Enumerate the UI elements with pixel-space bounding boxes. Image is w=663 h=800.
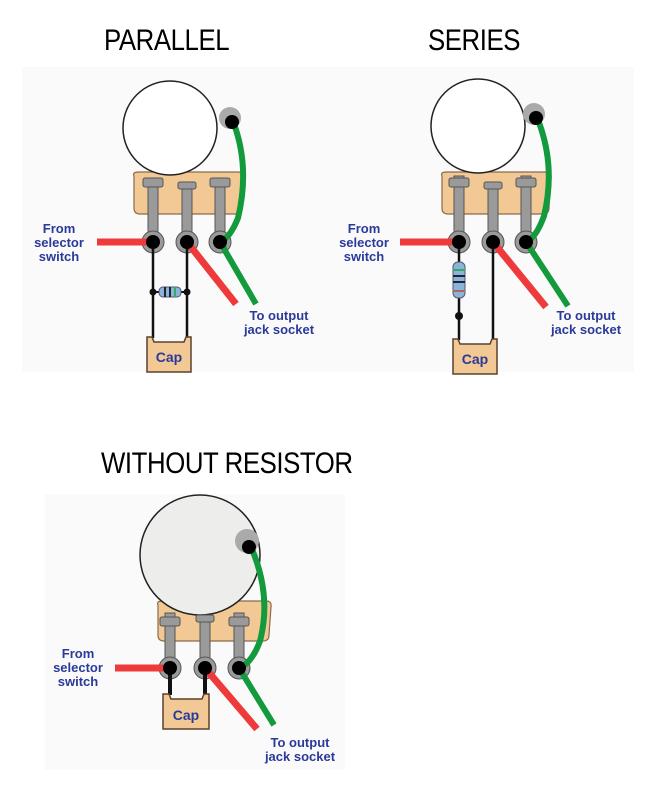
resistor-parallel [149,286,191,298]
pot-body [139,494,261,616]
red-wire-to-output [490,239,549,310]
lug-solder-points [146,115,239,249]
svg-text:From: From [43,221,76,236]
pot-body [430,78,526,174]
red-wire-to-output [184,239,239,307]
cap-label: Cap [173,707,199,723]
svg-text:selector: selector [34,235,84,250]
svg-text:To output: To output [250,308,310,323]
lug-solder-points [163,540,256,675]
svg-text:jack socket: jack socket [264,749,336,764]
cap-label: Cap [462,351,488,367]
to-output-label: To output jack socket [243,308,315,337]
svg-text:From: From [62,646,95,661]
title-parallel: PARALLEL [104,24,230,57]
to-output-label: To output jack socket [550,308,622,337]
svg-text:switch: switch [344,249,385,264]
svg-text:jack socket: jack socket [243,322,315,337]
svg-text:To output: To output [557,308,617,323]
to-output-label: To output jack socket [264,735,336,764]
pot-body [122,80,218,176]
svg-text:selector: selector [339,235,389,250]
diagram-series: Cap From selector switch To output jack … [339,78,622,375]
capacitor: Cap [146,336,192,373]
svg-text:To output: To output [271,735,331,750]
title-series: SERIES [428,24,521,57]
capacitor: Cap [162,693,210,730]
title-without-resistor: WITHOUT RESISTOR [101,447,353,480]
from-selector-label: From selector switch [34,221,84,264]
diagram-parallel: Cap From selector switch To output jack … [34,80,315,373]
capacitor: Cap [452,338,498,375]
svg-text:switch: switch [39,249,80,264]
from-selector-label: From selector switch [53,646,103,689]
svg-text:From: From [348,221,381,236]
resistor-series [452,261,466,320]
from-selector-label: From selector switch [339,221,389,264]
lug-solder-points [452,111,543,249]
svg-text:selector: selector [53,660,103,675]
svg-text:jack socket: jack socket [550,322,622,337]
diagram-without-resistor: Cap From selector switch To output jack … [53,494,336,764]
svg-text:switch: switch [58,674,99,689]
cap-label: Cap [156,349,182,365]
red-wire-to-output [202,665,260,732]
